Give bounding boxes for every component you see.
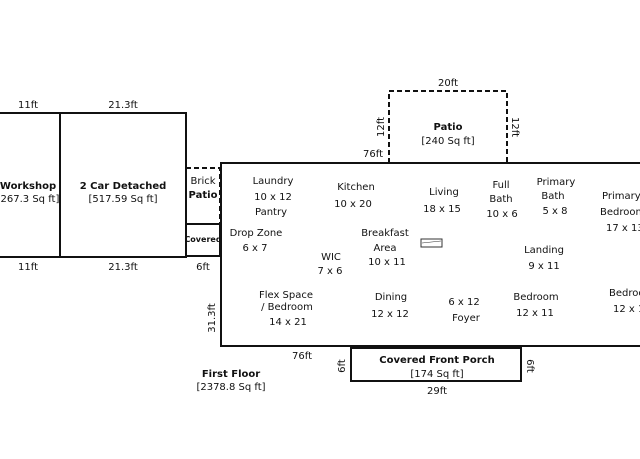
garage-area: [517.59 Sq ft] <box>88 194 157 205</box>
room-drop-zone: Drop Zone 6 x 7 <box>230 228 283 254</box>
room-laundry: Laundry 10 x 12 Pantry <box>253 176 294 218</box>
room-name-1: Full <box>492 180 509 191</box>
patio-outline <box>388 90 508 163</box>
room-size: 18 x 15 <box>423 204 461 215</box>
room-full-bath: Full Bath 10 x 6 <box>486 180 517 220</box>
patio-dim-left: 12ft <box>376 117 387 137</box>
garage-name: 2 Car Detached <box>80 181 167 192</box>
room-foyer: 6 x 12 Foyer <box>448 297 480 324</box>
room-dining: Dining 12 x 12 <box>371 292 409 320</box>
fireplace-detail <box>421 240 442 244</box>
house-dim-left: 31.3ft <box>207 303 218 333</box>
front-porch-dim-right: 6ft <box>524 359 535 373</box>
room-bedroom-right: Bedroom 12 x 1 <box>609 288 640 315</box>
workshop-name: Workshop <box>0 181 56 192</box>
room-name-1: Flex Space <box>259 290 313 301</box>
room-name-2: Bath <box>489 194 512 205</box>
brick-patio-line1: Brick <box>190 176 215 187</box>
room-size: 10 x 12 <box>254 192 292 203</box>
room-size: 10 x 11 <box>368 257 406 268</box>
room-name: Dining <box>375 292 407 303</box>
room-bedroom: Bedroom 12 x 11 <box>513 292 558 319</box>
room-size: 17 x 13 <box>606 223 640 234</box>
floor-name: First Floor <box>202 369 260 380</box>
room-size: 12 x 1 <box>613 304 640 315</box>
patio-dim-right: 12ft <box>509 117 520 137</box>
room-size: 9 x 11 <box>528 261 559 272</box>
room-name: Kitchen <box>337 182 375 193</box>
house-dim-top: 76ft <box>363 149 383 160</box>
room-name: Living <box>429 187 459 198</box>
front-porch-dim-bottom: 29ft <box>427 386 447 397</box>
room-name-1: Breakfast <box>361 228 409 239</box>
room-size: 10 x 6 <box>486 209 517 220</box>
room-name-2: Bath <box>541 191 564 202</box>
workshop-dim-bottom: 11ft <box>18 262 38 273</box>
room-name-1: Primary <box>602 191 640 202</box>
room-size: 5 x 8 <box>543 206 568 217</box>
brick-patio-line2: Patio <box>189 190 218 201</box>
room-name-1: Primary <box>537 177 576 188</box>
room-living: Living 18 x 15 <box>423 187 461 215</box>
floor-area: [2378.8 Sq ft] <box>196 382 265 393</box>
room-name: Bedroom <box>513 292 558 303</box>
room-name: WIC <box>321 252 341 263</box>
room-size: 7 x 6 <box>318 266 343 277</box>
room-breakfast-area: Breakfast Area 10 x 11 <box>361 228 409 268</box>
front-porch-outline <box>350 347 522 382</box>
room-name: Bedroom <box>609 288 640 299</box>
room-size: 12 x 12 <box>371 309 409 320</box>
room-name: Laundry <box>253 176 294 187</box>
room-size: 6 x 7 <box>243 243 268 254</box>
garage-dim-top: 21.3ft <box>108 100 138 111</box>
front-porch-name: Covered Front Porch <box>379 355 494 366</box>
room-name: Drop Zone <box>230 228 283 239</box>
room-name-2: Area <box>373 243 396 254</box>
room-size: 12 x 11 <box>516 308 554 319</box>
workshop-dim-top: 11ft <box>18 100 38 111</box>
patio-dim-top: 20ft <box>438 78 458 89</box>
front-porch-area: [174 Sq ft] <box>410 369 463 380</box>
room-landing: Landing 9 x 11 <box>524 245 564 272</box>
covered-label: Covered <box>184 235 221 244</box>
garage-dim-bottom: 21.3ft <box>108 262 138 273</box>
room-name-2: Bedroom <box>600 207 640 218</box>
house-outline <box>220 162 640 347</box>
room-size: 10 x 20 <box>334 199 372 210</box>
house-dim-bottom: 76ft <box>292 351 312 362</box>
room-size: 6 x 12 <box>448 297 479 308</box>
front-porch-dim-left: 6ft <box>337 359 348 373</box>
fireplace-symbol <box>420 238 443 248</box>
room-kitchen: Kitchen 10 x 20 <box>334 182 375 210</box>
room-name-2: / Bedroom <box>261 302 313 313</box>
room-wic: WIC 7 x 6 <box>318 252 343 277</box>
patio-name: Patio <box>434 122 463 133</box>
room-name: Foyer <box>452 313 481 324</box>
room-primary-bath: Primary Bath 5 x 8 <box>537 177 576 217</box>
room-size: 14 x 21 <box>269 317 307 328</box>
room-extra: Pantry <box>255 207 287 218</box>
patio-area: [240 Sq ft] <box>421 136 474 147</box>
room-flex-space: Flex Space / Bedroom 14 x 21 <box>259 290 313 328</box>
room-name: Landing <box>524 245 564 256</box>
room-primary-bedroom: Primary Bedroom 17 x 13 <box>600 191 640 234</box>
covered-dim: 6ft <box>196 262 210 273</box>
workshop-area: [267.3 Sq ft] <box>0 194 59 205</box>
